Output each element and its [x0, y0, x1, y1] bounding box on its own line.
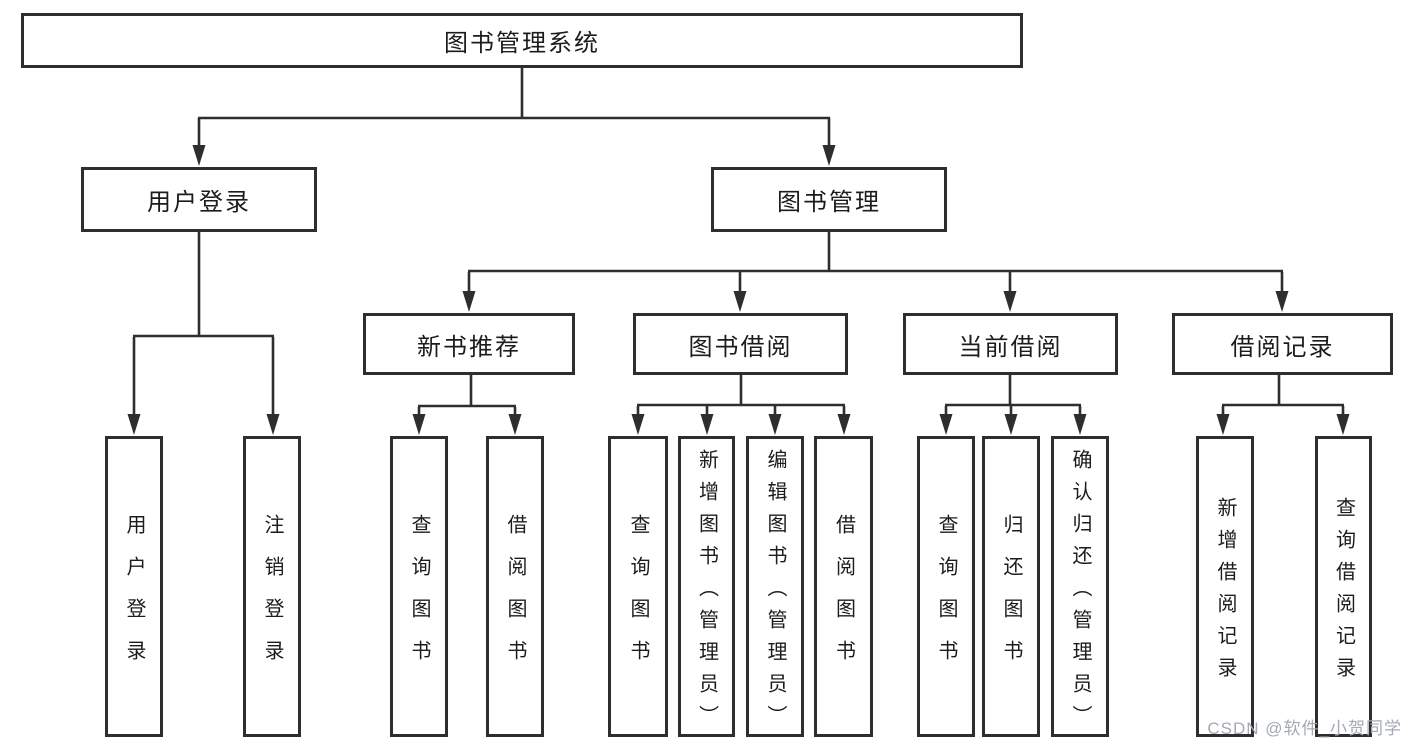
leaf-current-return-book: 归还图书	[982, 436, 1040, 737]
leaf-logout: 注销登录	[243, 436, 301, 737]
arrowheads	[127, 118, 1350, 435]
node-root: 图书管理系统	[21, 13, 1023, 68]
leaf-current-query-book: 查询图书	[917, 436, 975, 737]
node-borrow-record: 借阅记录	[1172, 313, 1393, 375]
leaf-label: 用户登录	[123, 513, 145, 682]
leaf-label: 归还图书	[1000, 513, 1022, 682]
leaf-label: 新增图书（管理员）	[695, 448, 718, 737]
node-book-management: 图书管理	[711, 167, 947, 232]
leaf-label: 查询图书	[408, 513, 430, 682]
leaf-user-login: 用户登录	[105, 436, 163, 737]
node-book-borrow: 图书借阅	[633, 313, 848, 375]
connector-rails	[133, 68, 1344, 408]
leaf-record-query-record: 查询借阅记录	[1315, 436, 1372, 737]
leaf-label: 查询图书	[627, 513, 649, 682]
leaf-borrow-add-book-admin: 新增图书（管理员）	[678, 436, 735, 737]
leaf-label: 查询图书	[935, 513, 957, 682]
leaf-label: 新增借阅记录	[1214, 496, 1236, 689]
leaf-newbook-query-book: 查询图书	[390, 436, 448, 737]
node-current-borrow: 当前借阅	[903, 313, 1118, 375]
leaf-borrow-query-book: 查询图书	[608, 436, 668, 737]
node-user-login: 用户登录	[81, 167, 317, 232]
leaf-record-add-record: 新增借阅记录	[1196, 436, 1254, 737]
leaf-borrow-borrow-book: 借阅图书	[814, 436, 873, 737]
node-new-book-recommend: 新书推荐	[363, 313, 575, 375]
leaf-current-confirm-return-admin: 确认归还（管理员）	[1051, 436, 1109, 737]
leaf-borrow-edit-book-admin: 编辑图书（管理员）	[746, 436, 804, 737]
leaf-label: 注销登录	[261, 513, 283, 682]
leaf-label: 确认归还（管理员）	[1069, 448, 1091, 737]
watermark: CSDN @软件_小贺同学	[1207, 719, 1402, 738]
leaf-label: 编辑图书（管理员）	[764, 448, 786, 737]
leaf-label: 借阅图书	[504, 513, 526, 682]
leaf-label: 借阅图书	[832, 513, 855, 682]
leaf-label: 查询借阅记录	[1332, 496, 1355, 689]
leaf-newbook-borrow-book: 借阅图书	[486, 436, 544, 737]
